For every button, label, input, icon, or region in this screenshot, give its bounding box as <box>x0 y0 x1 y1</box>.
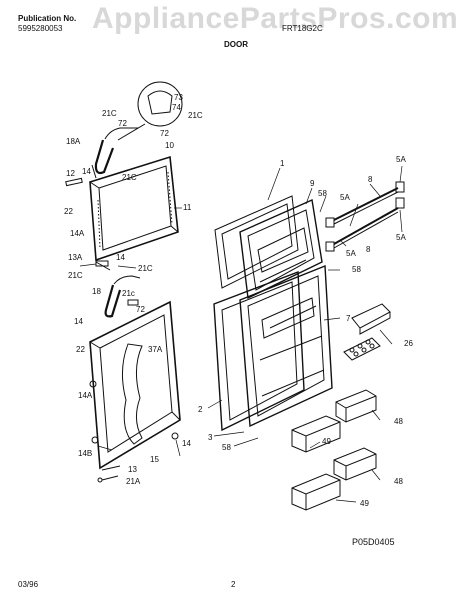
callout-72: 72 <box>160 129 169 138</box>
callout-72: 72 <box>136 305 145 314</box>
callout-8: 8 <box>366 245 371 254</box>
diagram-code: P05D0405 <box>352 537 395 547</box>
callout-14: 14 <box>116 253 125 262</box>
freezer-door-handle <box>94 127 138 175</box>
callout-37a: 37A <box>148 345 163 354</box>
callout-3: 3 <box>208 433 213 442</box>
callout-7: 7 <box>346 314 351 323</box>
callout-14: 14 <box>182 439 191 448</box>
callout-12: 12 <box>66 169 75 178</box>
watermark: AppliancePartsPros.com <box>92 2 459 35</box>
publication-label: Publication No. <box>18 14 77 23</box>
callout-14a: 14A <box>70 229 85 238</box>
callout-48: 48 <box>394 417 403 426</box>
callout-14: 14 <box>74 317 83 326</box>
callout-21c: 21C <box>68 271 83 280</box>
fresh-food-door-panel <box>89 300 181 470</box>
callout-58: 58 <box>352 265 361 274</box>
model-number: FRT18G2C <box>282 24 323 33</box>
fresh-food-door-outer <box>213 264 333 432</box>
callout-21c: 21C <box>122 173 137 182</box>
callout-21c: 21c <box>122 289 135 298</box>
fresh-food-door-handle <box>104 275 141 318</box>
callout-14b: 14B <box>78 449 92 458</box>
callout-72: 72 <box>118 119 127 128</box>
callout-22: 22 <box>76 345 85 354</box>
callout-15: 15 <box>150 455 159 464</box>
callout-1: 1 <box>280 159 285 168</box>
door-liner-gasket <box>122 343 143 445</box>
door-bins <box>291 389 377 511</box>
shim-part <box>65 177 83 187</box>
callout-74: 74 <box>172 103 181 112</box>
shelf-bars <box>325 181 405 252</box>
footer-date: 03/96 <box>18 580 39 589</box>
callout-11: 11 <box>183 203 192 212</box>
callout-5a: 5A <box>396 155 406 164</box>
callout-8: 8 <box>368 175 373 184</box>
callout-10: 10 <box>165 141 174 150</box>
callout-48: 48 <box>394 477 403 486</box>
callout-18a: 18A <box>66 137 81 146</box>
callout-21c: 21C <box>138 264 153 273</box>
detail-magnifier-circle <box>137 81 183 127</box>
callout-14a: 14A <box>78 391 93 400</box>
callout-21c: 21C <box>102 109 117 118</box>
publication-number: 5995280053 <box>18 24 63 33</box>
callout-58: 58 <box>222 443 231 452</box>
callout-14: 14 <box>82 167 91 176</box>
freezer-door-outer <box>214 195 323 300</box>
callout-73: 73 <box>174 93 183 102</box>
callout-5a: 5A <box>346 249 356 258</box>
callout-5a: 5A <box>340 193 350 202</box>
egg-and-dairy-parts <box>343 303 391 361</box>
callout-labels: 73 74 72 21C 21C 72 18A 10 14 21C 12 11 … <box>64 93 413 508</box>
callout-2: 2 <box>198 405 203 414</box>
callout-49: 49 <box>360 499 369 508</box>
callout-9: 9 <box>310 179 315 188</box>
callout-58: 58 <box>318 189 327 198</box>
callout-13: 13 <box>128 465 137 474</box>
callout-22: 22 <box>64 207 73 216</box>
freezer-door-panel <box>89 155 179 262</box>
callout-21a: 21A <box>126 477 141 486</box>
callout-49: 49 <box>322 437 331 446</box>
callout-18: 18 <box>92 287 101 296</box>
callout-26: 26 <box>404 339 413 348</box>
section-title: DOOR <box>224 40 248 49</box>
page-number: 2 <box>231 580 236 589</box>
callout-21c: 21C <box>188 111 203 120</box>
callout-13a: 13A <box>68 253 83 262</box>
callout-5a: 5A <box>396 233 406 242</box>
